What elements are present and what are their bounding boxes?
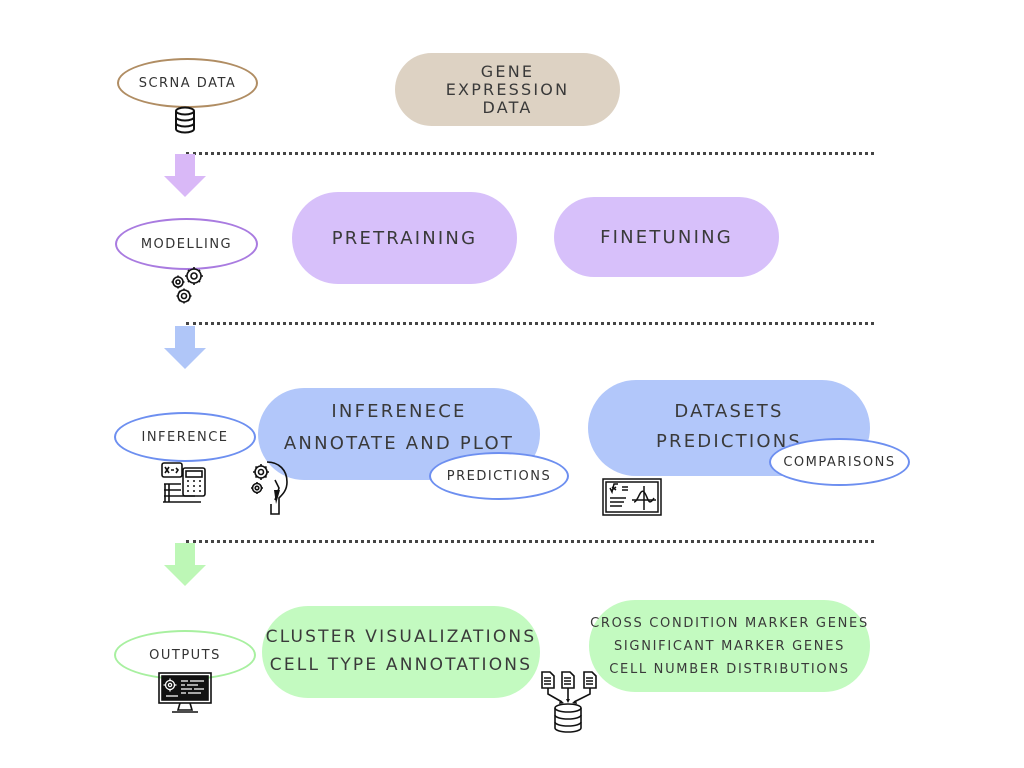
- gene-expression-line-1: GENE: [480, 61, 535, 81]
- marker-box: CROSS CONDITION MARKER GENES SIGNIFICANT…: [589, 600, 870, 692]
- marker-line-1: CROSS CONDITION MARKER GENES: [590, 616, 869, 631]
- finetuning-box: FINETUNING: [554, 197, 779, 277]
- divider-2: [186, 322, 874, 325]
- calculator-icon: [161, 462, 206, 503]
- predictions-label: PREDICTIONS: [446, 468, 552, 484]
- inference-box-line-1: INFERENECE: [331, 401, 467, 422]
- datasets-box-line-1: DATASETS: [674, 401, 784, 422]
- divider-1: [186, 152, 874, 155]
- scrna-data-label: SCRNA DATA: [138, 75, 237, 91]
- outputs-label: OUTPUTS: [149, 647, 221, 663]
- gene-expression-line-3: DATA: [482, 97, 533, 117]
- finetuning-label: FINETUNING: [600, 226, 733, 248]
- pretraining-label: PRETRAINING: [331, 227, 478, 249]
- database-icon: [175, 106, 195, 134]
- marker-line-3: CELL NUMBER DISTRIBUTIONS: [609, 662, 850, 677]
- arrow-down-inference: [164, 326, 206, 369]
- cluster-line-1: CLUSTER VISUALIZATIONS: [265, 627, 537, 647]
- comparisons-tag: COMPARISONS: [769, 438, 910, 486]
- chalkboard-icon: [602, 478, 662, 516]
- scrna-data-oval: SCRNA DATA: [117, 58, 258, 108]
- cluster-line-2: CELL TYPE ANNOTATIONS: [269, 655, 533, 675]
- cluster-box: CLUSTER VISUALIZATIONS CELL TYPE ANNOTAT…: [262, 606, 540, 698]
- inference-oval: INFERENCE: [114, 412, 256, 462]
- modelling-label: MODELLING: [140, 236, 233, 252]
- modelling-oval: MODELLING: [115, 218, 258, 270]
- arrow-down-outputs: [164, 543, 206, 586]
- monitor-icon: [158, 672, 212, 713]
- brain-gear-icon: [251, 461, 288, 515]
- gene-expression-line-2: EXPRESSION: [445, 79, 570, 99]
- inference-box-line-2: ANNOTATE AND PLOT: [283, 433, 515, 454]
- predictions-tag: PREDICTIONS: [429, 452, 569, 500]
- gears-icon: [171, 267, 203, 304]
- documents-database-icon: [541, 671, 597, 733]
- arrow-down-modelling: [164, 154, 206, 197]
- gene-expression-box: GENE EXPRESSION DATA: [395, 53, 620, 126]
- inference-label: INFERENCE: [141, 429, 229, 445]
- comparisons-label: COMPARISONS: [783, 454, 896, 470]
- datasets-box-line-2: PREDICTIONS: [655, 431, 803, 452]
- marker-line-2: SIGNIFICANT MARKER GENES: [613, 639, 846, 654]
- pretraining-box: PRETRAINING: [292, 192, 517, 284]
- divider-3: [186, 540, 874, 543]
